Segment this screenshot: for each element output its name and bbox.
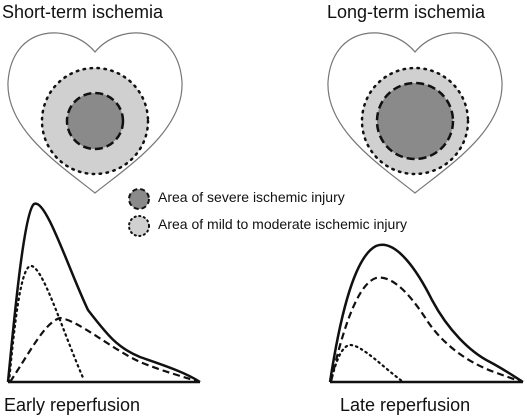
severe-injury-zone-long (375, 81, 455, 161)
severe-component-late (329, 343, 404, 384)
curves-late-reperfusion (328, 243, 524, 384)
caption-late-reperfusion: Late reperfusion (340, 395, 471, 415)
title-long-term: Long-term ischemia (327, 2, 486, 22)
curves-early-reperfusion (6, 202, 201, 384)
legend-label-mild: Area of mild to moderate ischemic injury (158, 216, 407, 232)
heart-long-term (327, 32, 503, 194)
total-curve-late (328, 243, 524, 384)
severe-injury-zone-short (65, 91, 125, 151)
legend-swatch-severe (128, 188, 150, 210)
caption-early-reperfusion: Early reperfusion (4, 395, 141, 415)
severe-component-early (7, 264, 86, 384)
title-short-term: Short-term ischemia (2, 2, 164, 22)
legend-label-severe: Area of severe ischemic injury (158, 189, 345, 205)
mild-component-late (329, 276, 524, 384)
total-curve-early (6, 202, 201, 384)
legend-swatch-mild (128, 215, 150, 237)
heart-short-term (7, 32, 183, 194)
mild-component-early (9, 316, 201, 384)
